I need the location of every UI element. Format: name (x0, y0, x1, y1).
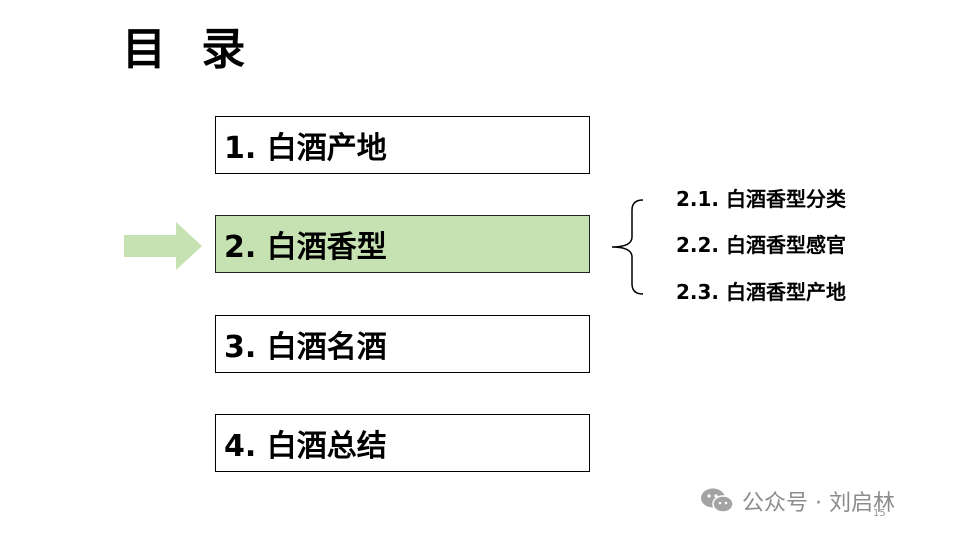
toc-item-3: 3. 白酒名酒 (215, 315, 590, 373)
watermark: 公众号 · 刘启林 (700, 484, 895, 518)
subsection-item-2-3: 2.3. 白酒香型产地 (676, 280, 846, 304)
subsection-item-2-1: 2.1. 白酒香型分类 (676, 187, 846, 211)
left-brace-icon (611, 199, 644, 295)
slide-title: 目 录 (122, 24, 256, 75)
current-section-arrow-icon (124, 222, 202, 270)
subsection-item-2-2: 2.2. 白酒香型感官 (676, 233, 846, 257)
toc-item-2-active: 2. 白酒香型 (215, 215, 590, 273)
page-number: 15 (873, 508, 886, 519)
wechat-icon (701, 488, 734, 513)
watermark-text: 公众号 · 刘启林 (742, 491, 895, 516)
toc-item-4: 4. 白酒总结 (215, 414, 590, 472)
toc-item-1: 1. 白酒产地 (215, 116, 590, 174)
